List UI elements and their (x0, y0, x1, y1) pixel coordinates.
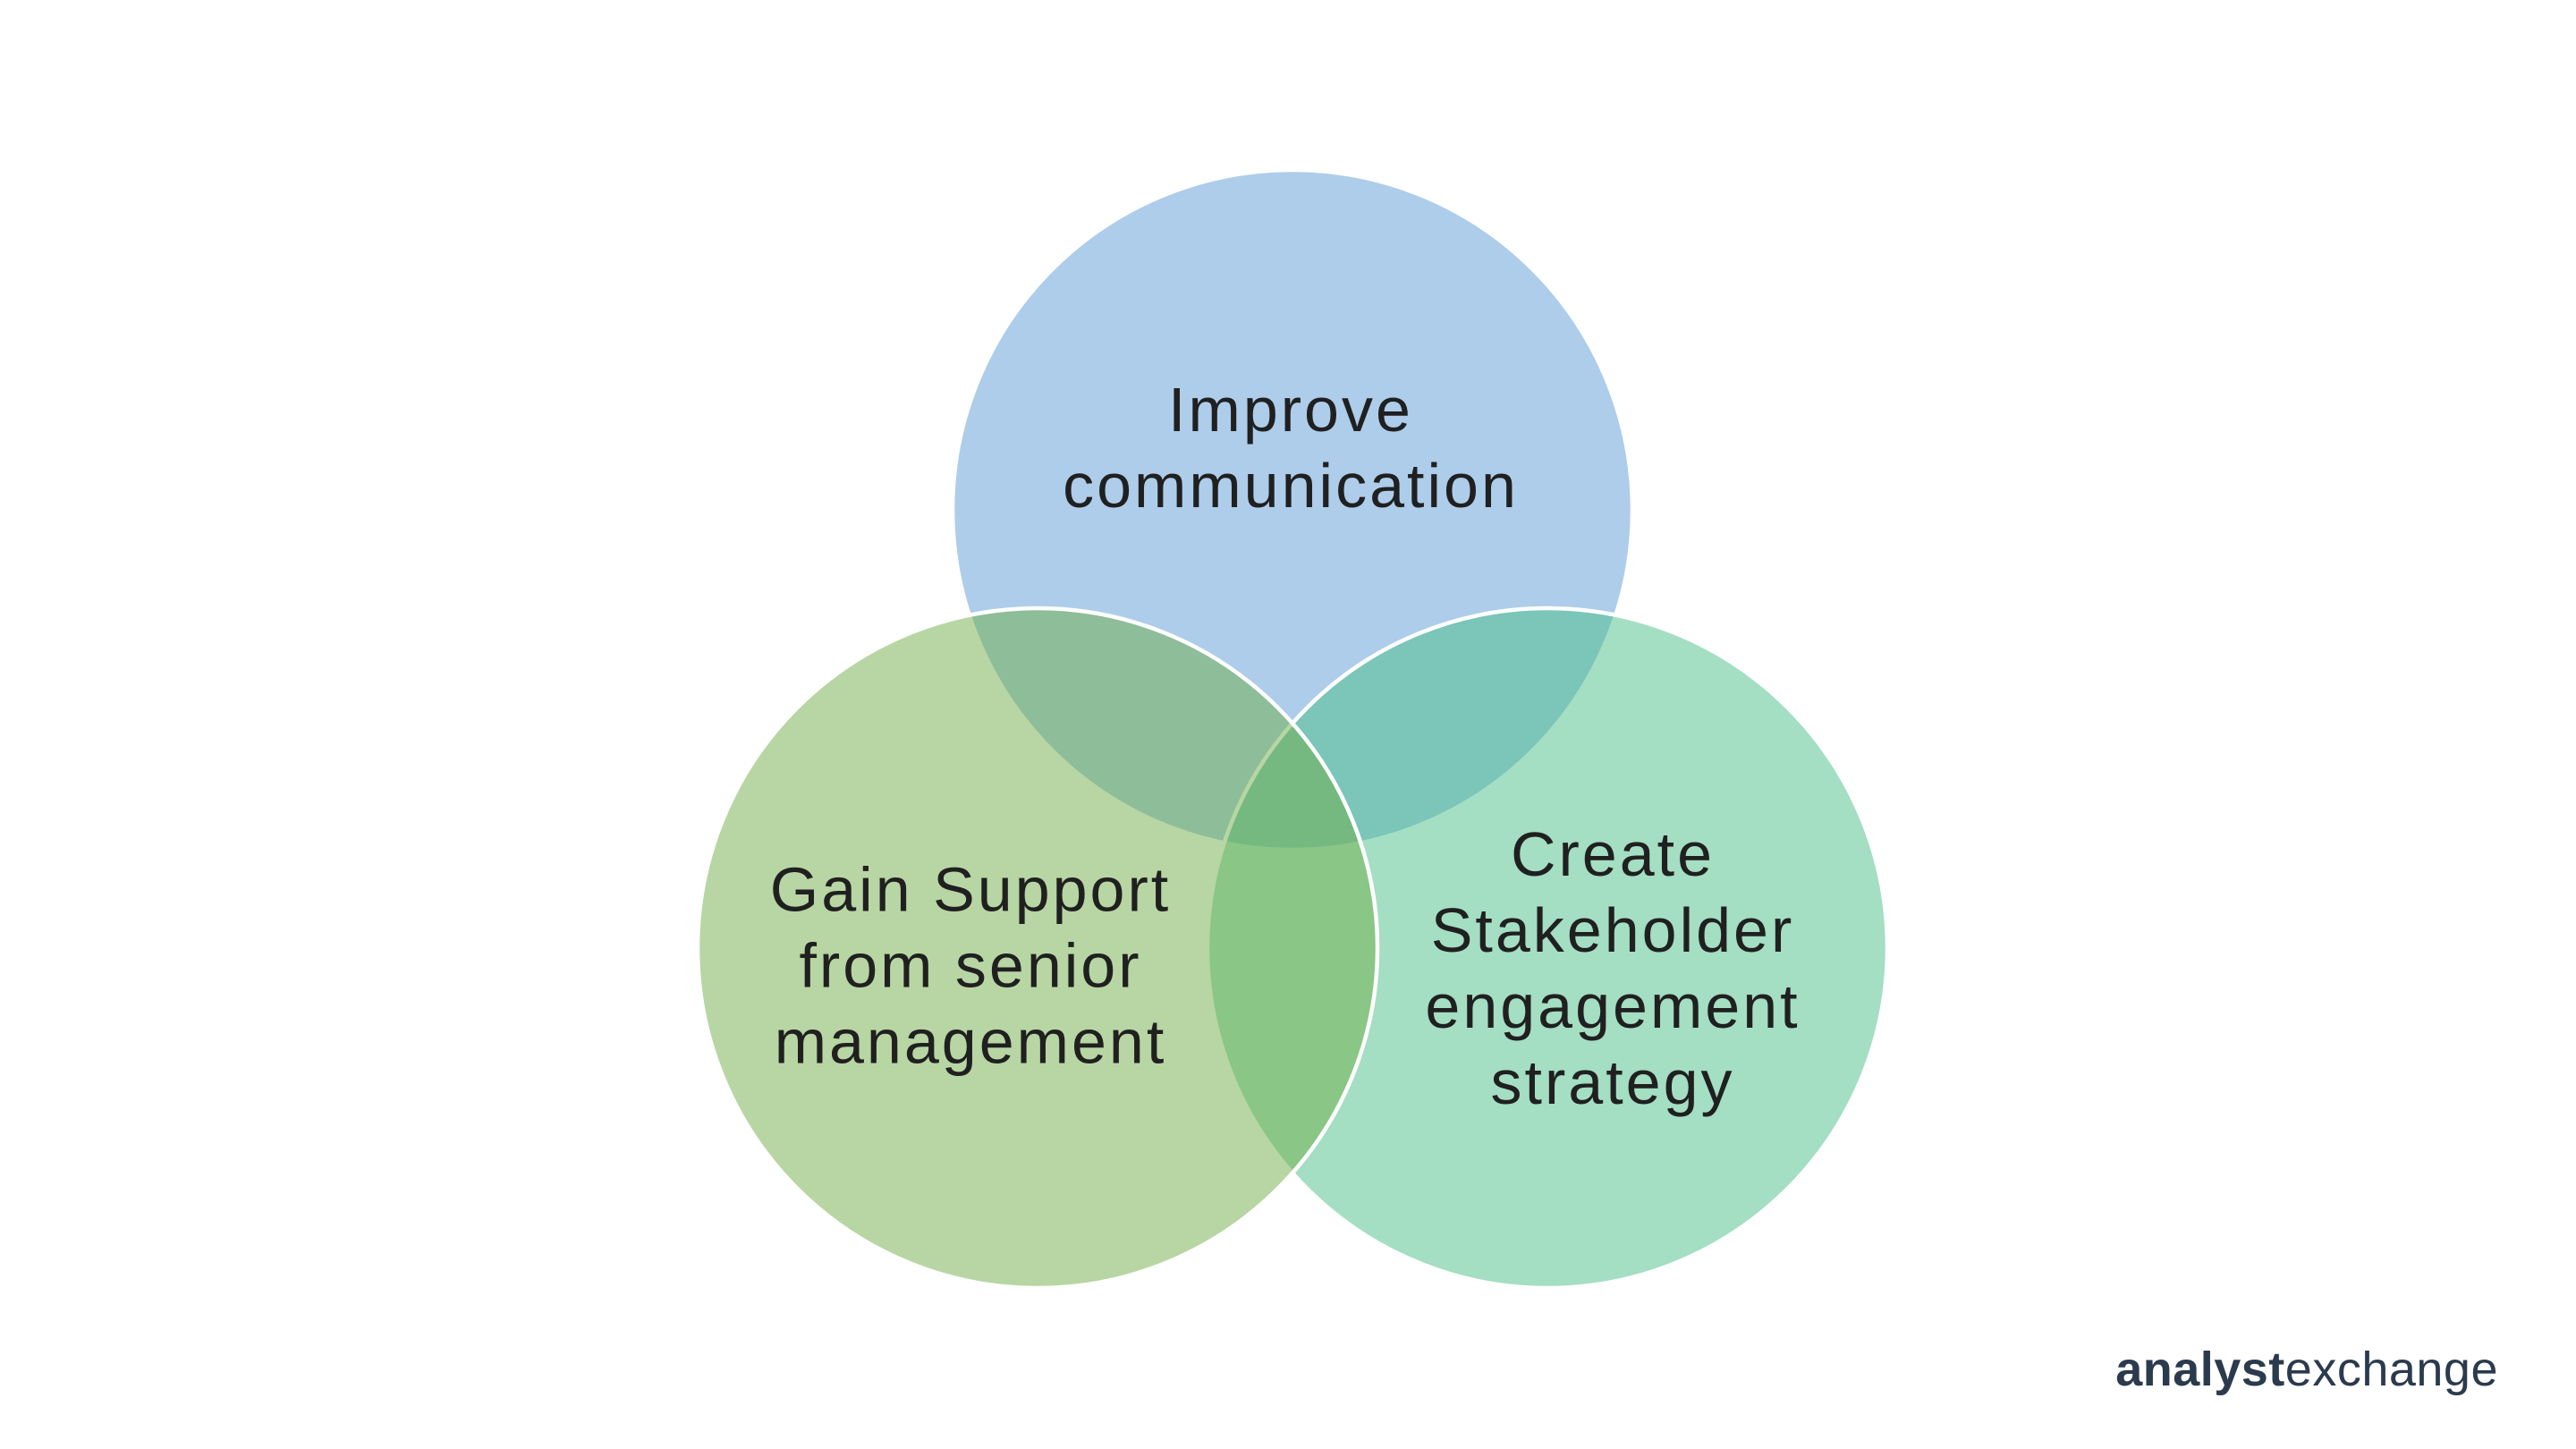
label-line: Gain Support (769, 854, 1172, 925)
label-create-strategy: Create Stakeholder engagement strategy (1425, 817, 1800, 1121)
label-line: communication (1063, 451, 1519, 521)
label-line: strategy (1490, 1047, 1735, 1117)
brand-logo-light-text: exchange (2284, 1343, 2498, 1396)
label-line: Improve (1168, 375, 1413, 445)
brand-logo: analystexchange (2115, 1342, 2498, 1397)
label-line: management (774, 1006, 1167, 1077)
label-line: from senior (799, 930, 1142, 1001)
label-line: Stakeholder (1430, 895, 1795, 965)
label-line: engagement (1425, 971, 1801, 1041)
label-improve-communication: Improve communication (1063, 372, 1519, 524)
label-gain-support: Gain Support from senior management (770, 852, 1171, 1080)
label-line: Create (1510, 819, 1716, 889)
brand-logo-bold-text: analyst (2115, 1343, 2285, 1396)
venn-circle-gain-support (695, 606, 1380, 1291)
